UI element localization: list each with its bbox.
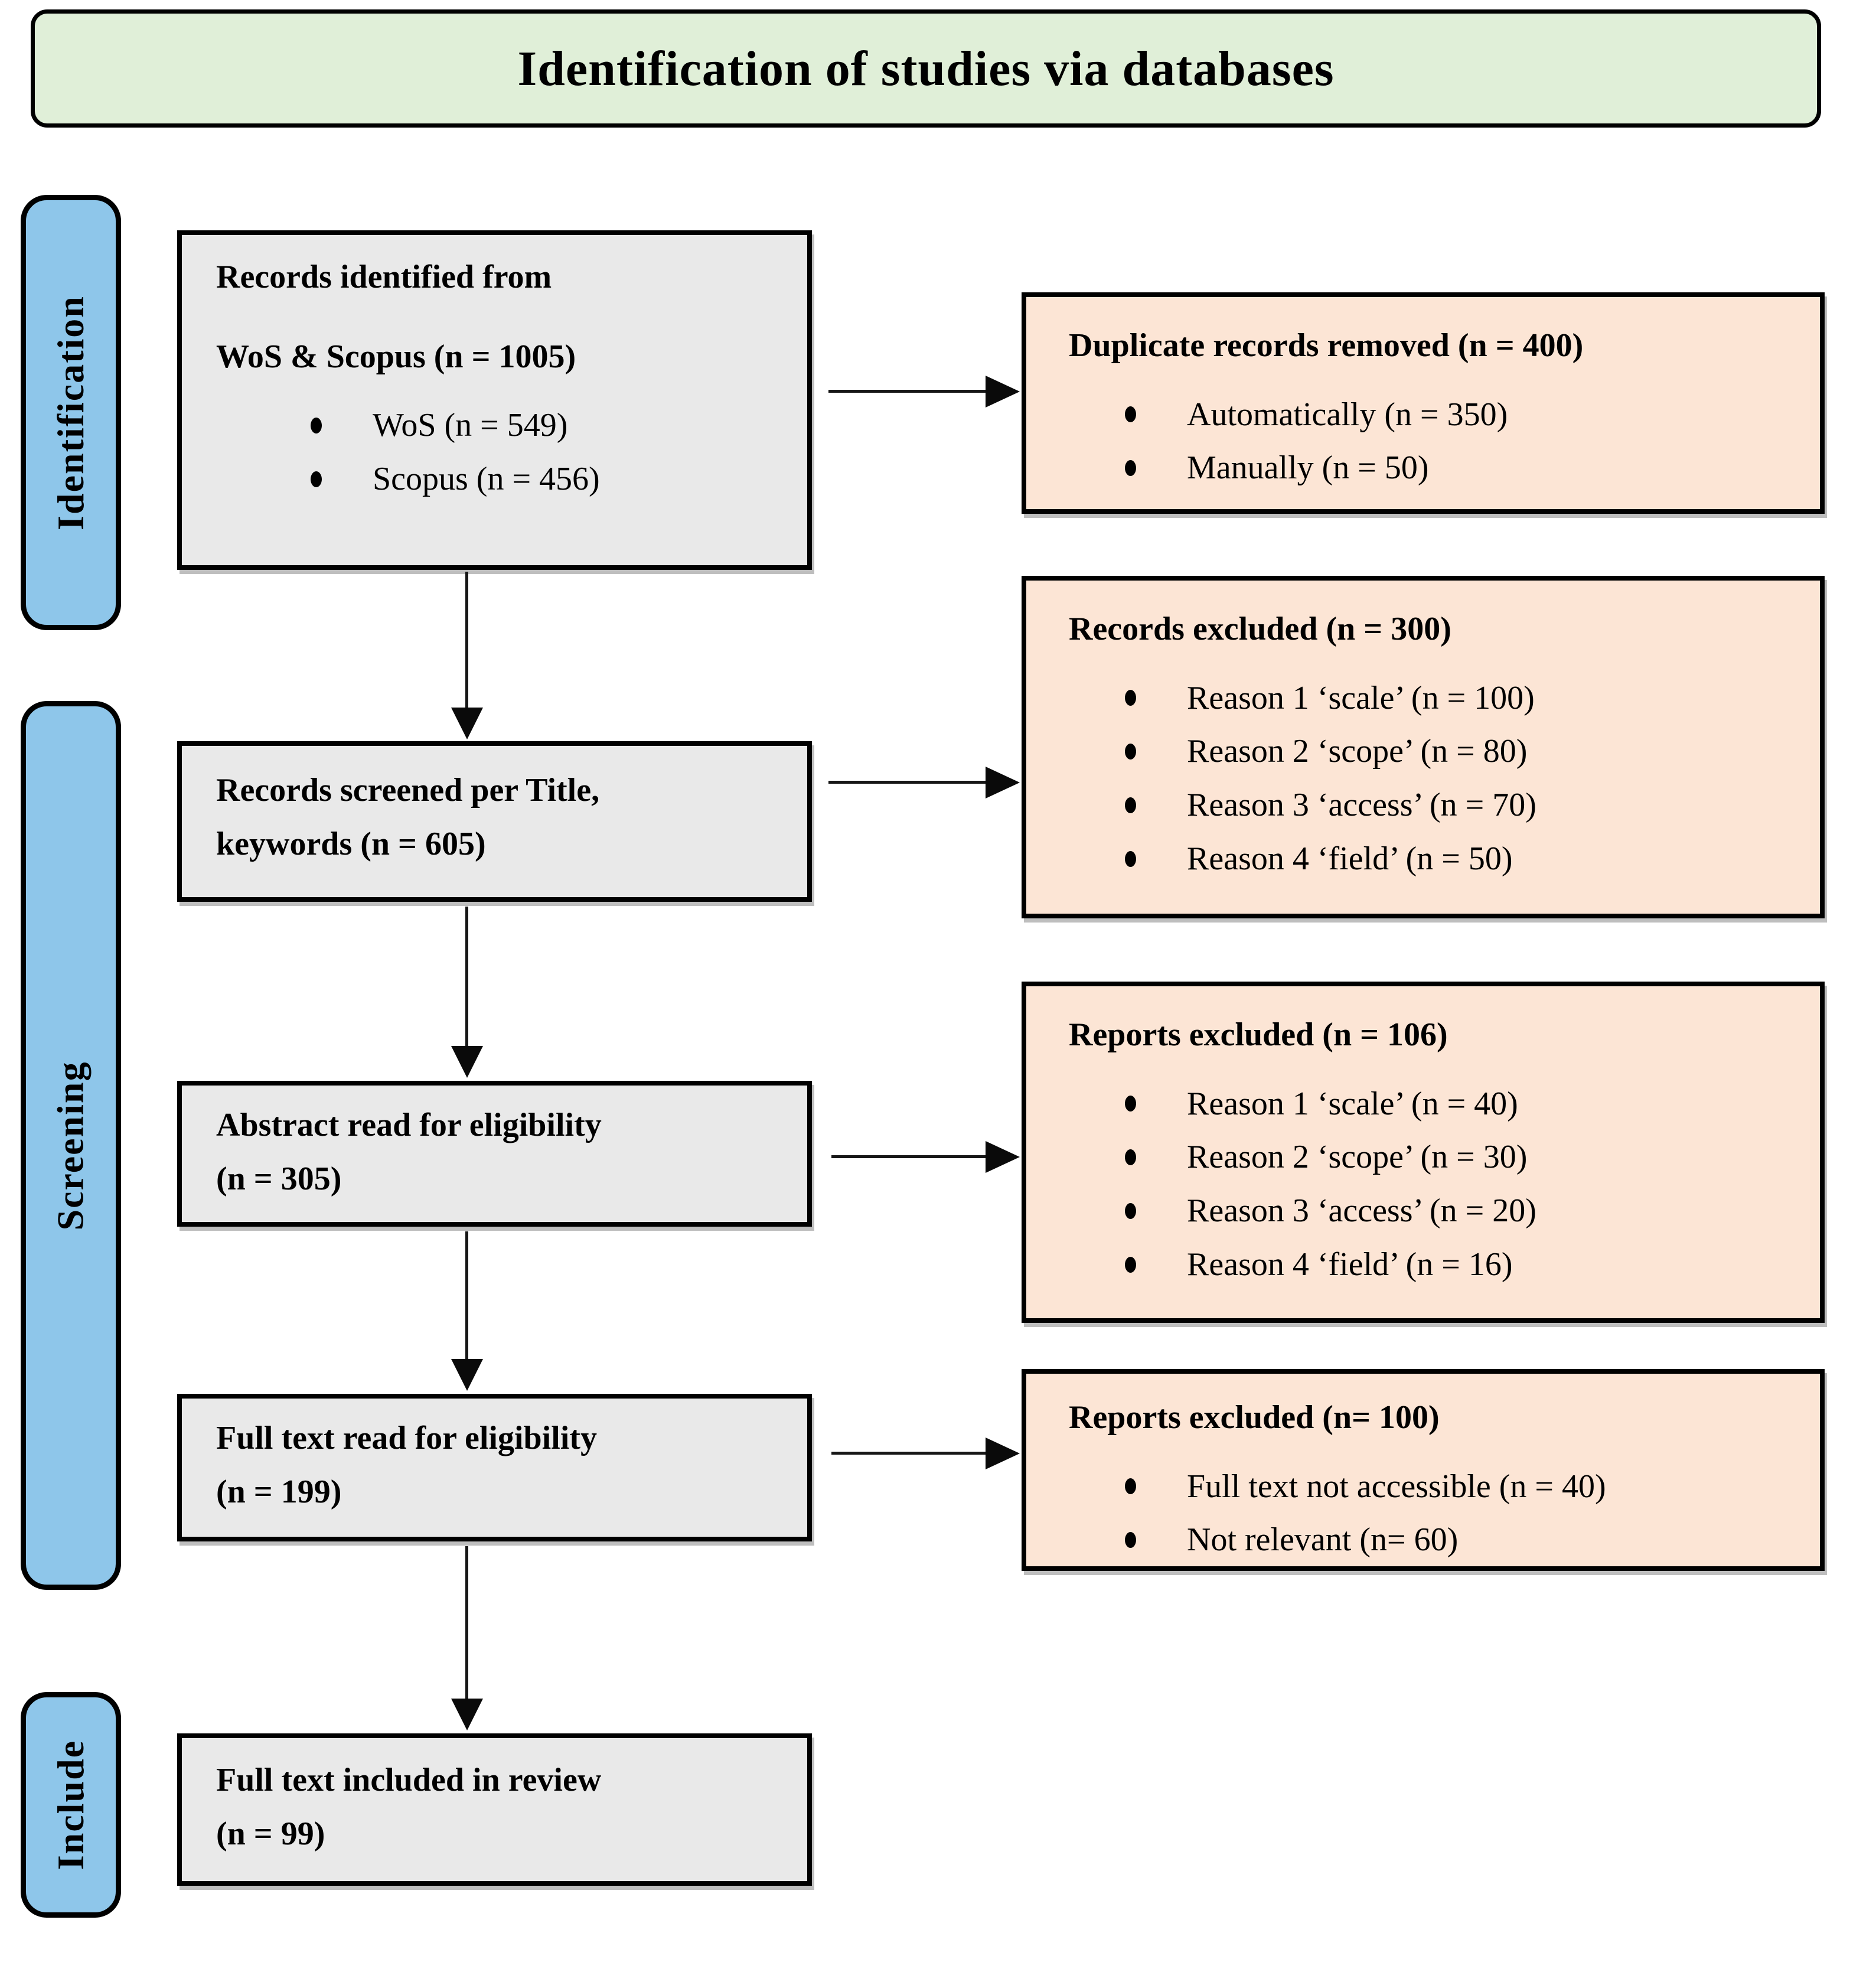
reports-100-bullet-not-relevant: Not relevant (n= 60) — [1187, 1521, 1459, 1559]
abstract-read-line2: (n = 305) — [216, 1160, 342, 1197]
records-excluded-reason-4: Reason 4 ‘field’ (n = 50) — [1187, 840, 1513, 877]
excluded-box-records-excluded: Records excluded (n = 300) Reason 1 ‘sca… — [1022, 576, 1825, 918]
stage-identification: Identification — [21, 195, 121, 630]
bullet-icon — [311, 471, 322, 488]
reports-106-reason-4: Reason 4 ‘field’ (n = 16) — [1187, 1246, 1513, 1283]
full-text-read-line1: Full text read for eligibility — [216, 1420, 597, 1456]
list-item: Automatically (n = 350) — [1125, 388, 1799, 442]
bullet-icon — [1125, 1202, 1136, 1219]
records-screened-line1: Records screened per Title, — [216, 772, 600, 809]
stage-screening-label: Screening — [50, 1060, 92, 1231]
stage-include: Include — [21, 1692, 121, 1918]
full-text-included-line1: Full text included in review — [216, 1762, 602, 1798]
bullet-icon — [1125, 690, 1136, 706]
full-text-included-line2: (n = 99) — [216, 1815, 325, 1852]
abstract-read-line1: Abstract read for eligibility — [216, 1107, 602, 1143]
duplicates-removed-title: Duplicate records removed (n = 400) — [1069, 327, 1584, 364]
arrow-down-abstract-to-fulltext-icon — [465, 1231, 468, 1360]
title-banner: Identification of studies via databases — [31, 9, 1821, 128]
bullet-icon — [1125, 797, 1136, 813]
list-item: Scopus (n = 456) — [311, 452, 784, 506]
process-box-full-text-read: Full text read for eligibility (n = 199) — [177, 1394, 812, 1541]
excluded-box-duplicates-removed: Duplicate records removed (n = 400) Auto… — [1022, 292, 1825, 514]
bullet-icon — [1125, 1256, 1136, 1273]
bullet-icon — [1125, 744, 1136, 760]
records-excluded-reason-2: Reason 2 ‘scope’ (n = 80) — [1187, 733, 1528, 770]
bullet-icon — [311, 418, 322, 434]
records-identified-bullet-wos: WoS (n = 549) — [373, 407, 568, 444]
list-item: Reason 4 ‘field’ (n = 16) — [1125, 1238, 1799, 1292]
list-item: Reason 3 ‘access’ (n = 70) — [1125, 778, 1799, 832]
records-excluded-title: Records excluded (n = 300) — [1069, 611, 1451, 647]
reports-106-reason-2: Reason 2 ‘scope’ (n = 30) — [1187, 1139, 1528, 1176]
list-item: Reason 2 ‘scope’ (n = 80) — [1125, 725, 1799, 778]
list-item: WoS (n = 549) — [311, 399, 784, 452]
reports-106-reason-1: Reason 1 ‘scale’ (n = 40) — [1187, 1085, 1518, 1122]
stage-screening: Screening — [21, 701, 121, 1590]
full-text-read-line2: (n = 199) — [216, 1473, 342, 1510]
list-item: Manually (n = 50) — [1125, 441, 1799, 495]
process-box-records-screened: Records screened per Title, keywords (n … — [177, 741, 812, 902]
excluded-box-reports-excluded-106: Reports excluded (n = 106) Reason 1 ‘sca… — [1022, 982, 1825, 1323]
bullet-icon — [1125, 406, 1136, 423]
arrow-right-to-duplicates-removed-icon — [828, 390, 987, 393]
bullet-icon — [1125, 1149, 1136, 1166]
list-item: Reason 4 ‘field’ (n = 50) — [1125, 832, 1799, 886]
list-item: Not relevant (n= 60) — [1125, 1513, 1799, 1567]
records-excluded-reason-1: Reason 1 ‘scale’ (n = 100) — [1187, 679, 1535, 716]
duplicates-bullet-manually: Manually (n = 50) — [1187, 449, 1429, 487]
records-screened-line2: keywords (n = 605) — [216, 825, 486, 862]
records-identified-line1: Records identified from — [216, 259, 552, 295]
bullet-icon — [1125, 1096, 1136, 1112]
process-box-records-identified: Records identified from WoS & Scopus (n … — [177, 230, 812, 570]
bullet-icon — [1125, 460, 1136, 477]
stage-include-label: Include — [50, 1739, 92, 1870]
bullet-icon — [1125, 850, 1136, 867]
records-identified-bullet-scopus: Scopus (n = 456) — [373, 461, 600, 498]
bullet-icon — [1125, 1532, 1136, 1549]
reports-106-reason-3: Reason 3 ‘access’ (n = 20) — [1187, 1192, 1536, 1230]
excluded-box-reports-excluded-100: Reports excluded (n= 100) Full text not … — [1022, 1369, 1825, 1571]
reports-100-bullet-not-accessible: Full text not accessible (n = 40) — [1187, 1468, 1606, 1505]
list-item: Reason 1 ‘scale’ (n = 100) — [1125, 672, 1799, 725]
arrow-down-identified-to-screened-icon — [465, 572, 468, 709]
diagram-title: Identification of studies via databases — [517, 41, 1335, 96]
arrow-down-fulltext-to-included-icon — [465, 1546, 468, 1700]
records-excluded-reason-3: Reason 3 ‘access’ (n = 70) — [1187, 787, 1536, 824]
bullet-icon — [1125, 1478, 1136, 1495]
duplicates-bullet-automatically: Automatically (n = 350) — [1187, 396, 1508, 433]
arrow-right-to-records-excluded-icon — [828, 781, 987, 784]
stage-identification-label: Identification — [50, 295, 92, 530]
process-box-abstract-read: Abstract read for eligibility (n = 305) — [177, 1081, 812, 1227]
records-identified-line2: WoS & Scopus (n = 1005) — [216, 338, 576, 375]
list-item: Reason 2 ‘scope’ (n = 30) — [1125, 1130, 1799, 1184]
reports-excluded-106-title: Reports excluded (n = 106) — [1069, 1016, 1448, 1053]
list-item: Reason 1 ‘scale’ (n = 40) — [1125, 1077, 1799, 1131]
process-box-full-text-included: Full text included in review (n = 99) — [177, 1733, 812, 1886]
arrow-down-screened-to-abstract-icon — [465, 907, 468, 1047]
reports-excluded-100-title: Reports excluded (n= 100) — [1069, 1399, 1440, 1436]
list-item: Full text not accessible (n = 40) — [1125, 1460, 1799, 1514]
list-item: Reason 3 ‘access’ (n = 20) — [1125, 1184, 1799, 1238]
arrow-right-to-reports-excluded-100-icon — [831, 1452, 987, 1455]
arrow-right-to-reports-excluded-106-icon — [831, 1155, 987, 1158]
